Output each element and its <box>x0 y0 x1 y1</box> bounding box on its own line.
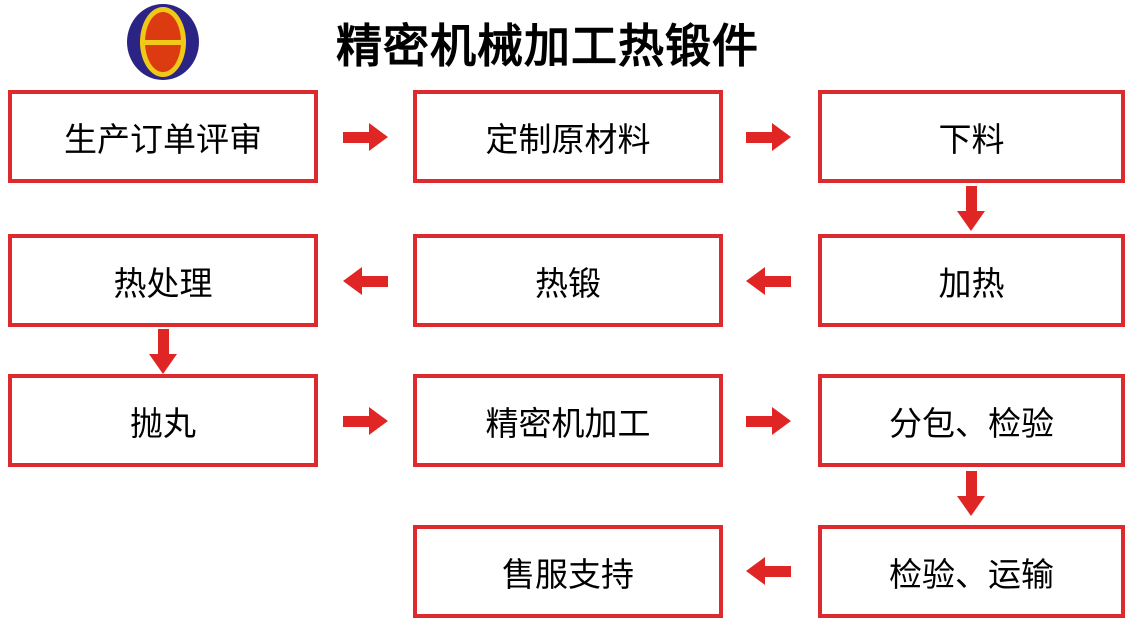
arrow-body <box>343 132 369 143</box>
arrow-down-icon <box>956 471 986 516</box>
arrow-body <box>765 276 791 287</box>
arrow-body <box>362 276 388 287</box>
arrow-body <box>158 329 169 354</box>
node-custom-raw-material: 定制原材料 <box>413 90 723 183</box>
node-inspection-transport: 检验、运输 <box>818 525 1125 618</box>
arrow-head <box>746 267 765 295</box>
arrow-body <box>966 471 977 496</box>
arrow-right-icon <box>746 406 791 436</box>
node-precision-machining: 精密机加工 <box>413 374 723 467</box>
arrow-head <box>746 557 765 585</box>
arrow-left-icon <box>746 266 791 296</box>
arrow-head <box>343 267 362 295</box>
page-title: 精密机械加工热锻件 <box>336 20 759 72</box>
arrow-down-icon <box>956 186 986 231</box>
arrow-right-icon <box>343 122 388 152</box>
arrow-head <box>772 407 791 435</box>
arrow-body <box>746 416 772 427</box>
arrow-body <box>966 186 977 211</box>
arrow-body <box>765 566 791 577</box>
arrow-head <box>149 354 177 374</box>
node-after-sales-support: 售服支持 <box>413 525 723 618</box>
node-hot-forging: 热锻 <box>413 234 723 327</box>
node-subcontract-inspection: 分包、检验 <box>818 374 1125 467</box>
node-production-order-review: 生产订单评审 <box>8 90 318 183</box>
node-heating: 加热 <box>818 234 1125 327</box>
arrow-body <box>343 416 369 427</box>
company-logo <box>127 4 199 80</box>
arrow-head <box>369 407 388 435</box>
arrow-head <box>957 211 985 231</box>
arrow-head <box>772 123 791 151</box>
arrow-head <box>957 496 985 516</box>
arrow-right-icon <box>746 122 791 152</box>
node-shot-blasting: 抛丸 <box>8 374 318 467</box>
node-blanking: 下料 <box>818 90 1125 183</box>
arrow-body <box>746 132 772 143</box>
arrow-head <box>369 123 388 151</box>
arrow-left-icon <box>746 556 791 586</box>
logo-horizontal-bar-icon <box>140 40 186 45</box>
arrow-right-icon <box>343 406 388 436</box>
arrow-down-icon <box>148 329 178 374</box>
arrow-left-icon <box>343 266 388 296</box>
node-heat-treatment: 热处理 <box>8 234 318 327</box>
